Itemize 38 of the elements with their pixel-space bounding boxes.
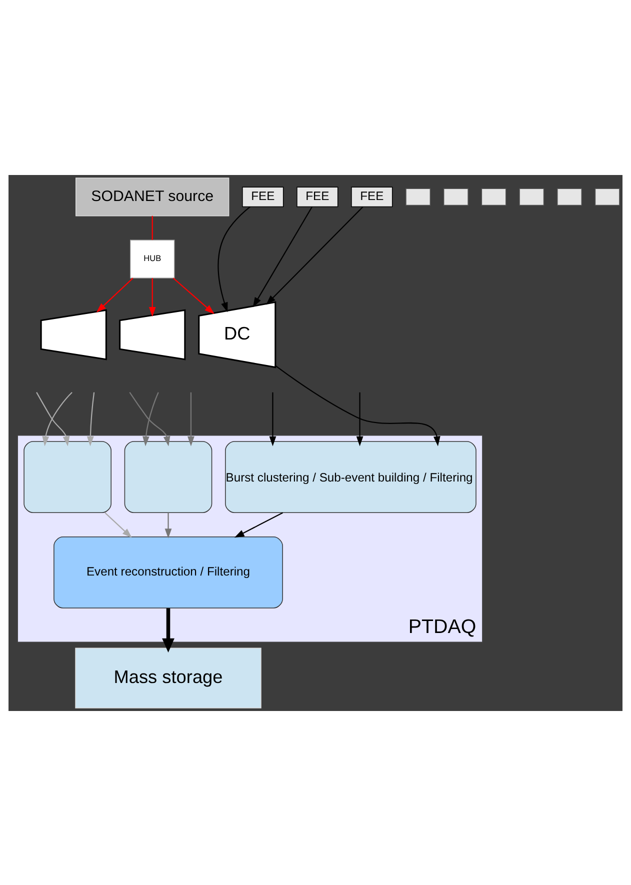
node-box: Event reconstruction / Filtering — [54, 536, 283, 608]
arrow — [172, 277, 214, 314]
arrow — [86, 392, 95, 446]
arrow — [252, 206, 312, 307]
arrow — [148, 278, 156, 316]
node-box: FEE — [351, 186, 393, 207]
arrow — [142, 392, 159, 446]
node-box — [557, 188, 582, 206]
node-box: HUB — [130, 239, 175, 278]
node-box — [406, 188, 431, 206]
arrow — [36, 392, 70, 446]
node-box: FEE — [296, 186, 338, 207]
node-trapezoid — [40, 308, 107, 360]
arrow — [218, 206, 250, 312]
node-box: Mass storage — [75, 647, 262, 708]
arrow — [266, 206, 364, 304]
arrow — [42, 391, 72, 446]
node-box — [443, 188, 468, 206]
node-box: FEE — [242, 186, 284, 207]
arrow — [269, 392, 276, 446]
node-box — [519, 188, 544, 206]
node-box — [481, 188, 506, 206]
arrow — [356, 392, 364, 446]
arrow — [129, 392, 170, 446]
node-trapezoid — [119, 308, 186, 360]
node-box — [124, 440, 212, 513]
node-box: SODANET source — [76, 177, 230, 216]
arrow — [162, 608, 174, 652]
node-box — [594, 188, 620, 206]
arrow — [188, 392, 194, 446]
arrow — [164, 512, 172, 538]
arrow — [96, 277, 134, 312]
arrow — [104, 512, 132, 538]
connector — [152, 215, 153, 240]
node-box — [24, 440, 112, 513]
arrow — [234, 512, 284, 538]
arrow — [275, 364, 440, 446]
node-box: Burst clustering / Sub-event building / Filtering — [225, 440, 476, 513]
